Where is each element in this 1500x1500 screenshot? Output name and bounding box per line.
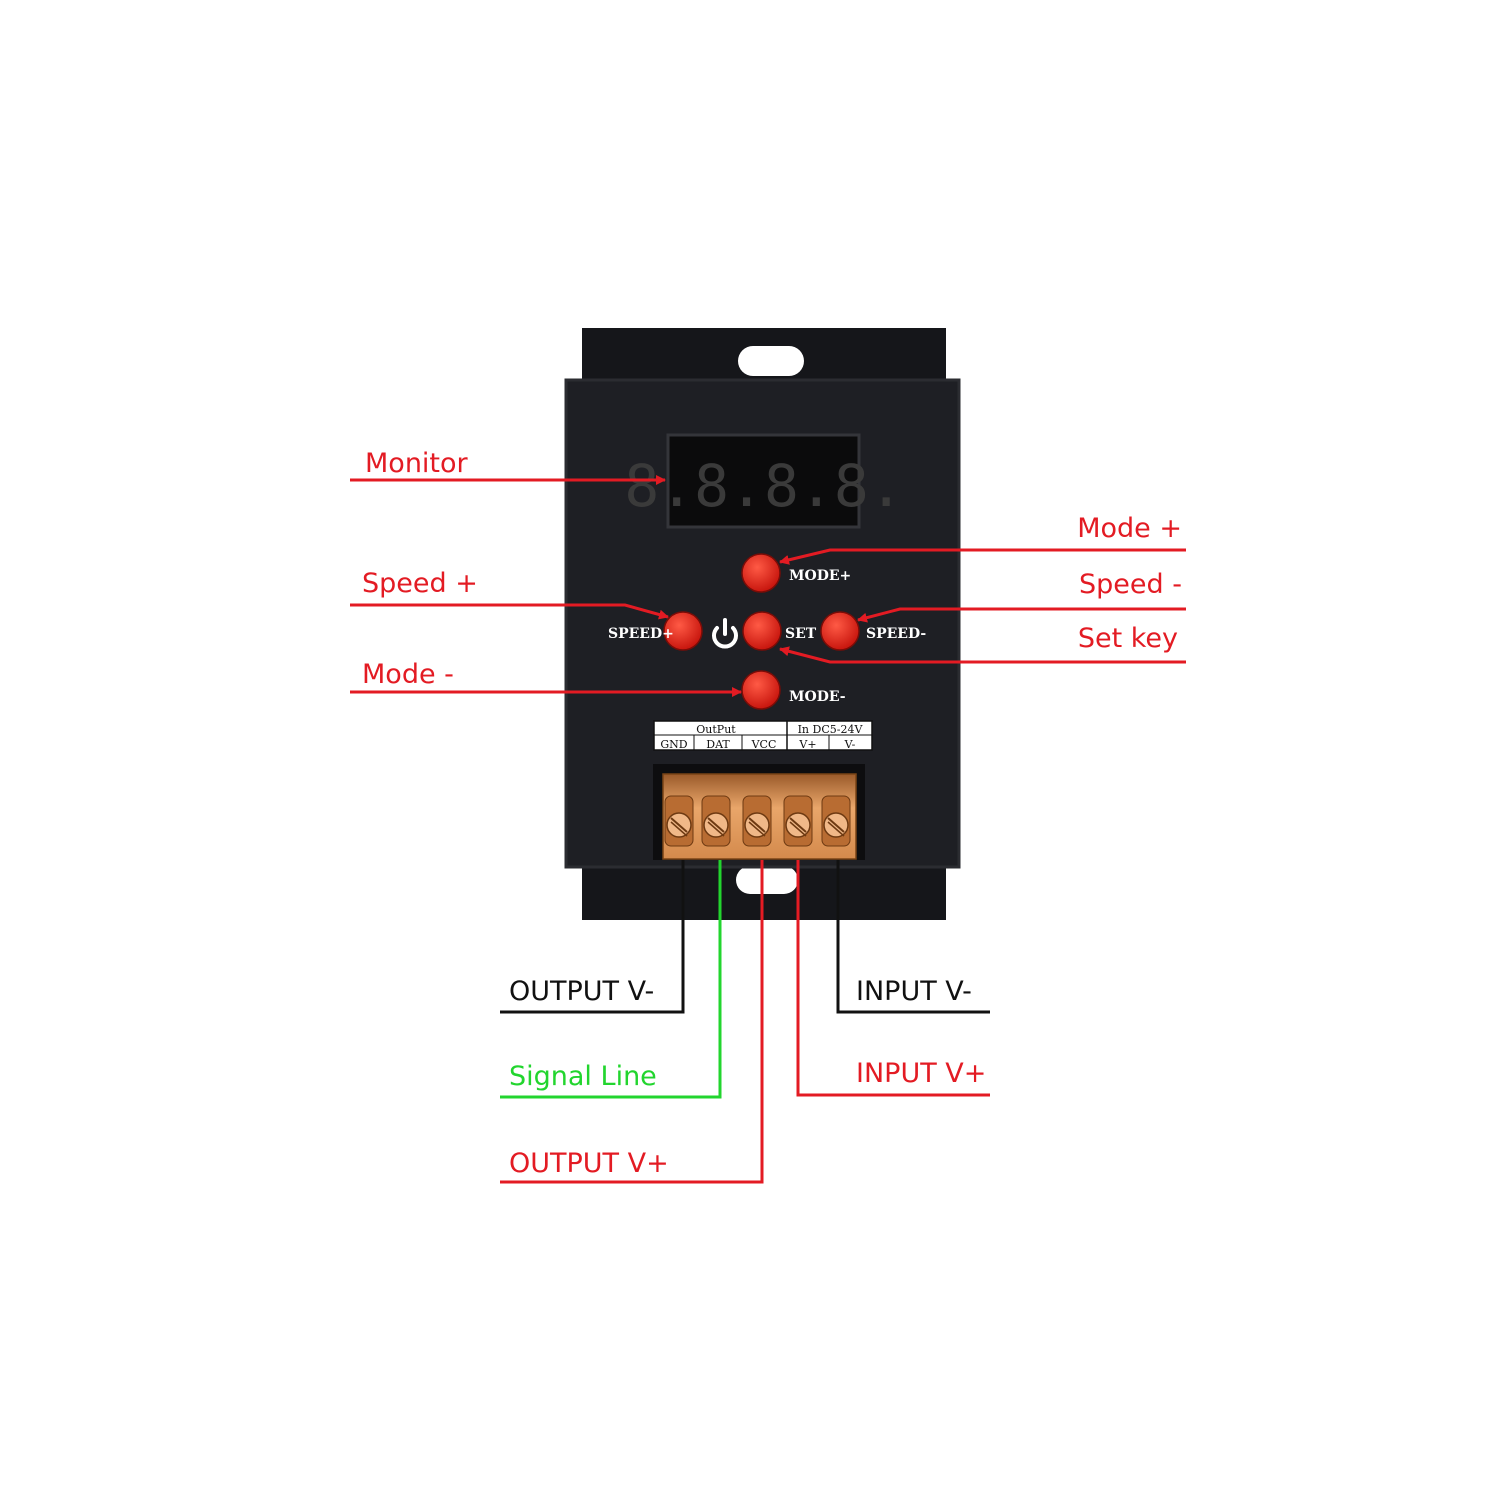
pin-label-gnd: GND <box>660 738 687 751</box>
terminal-screw[interactable] <box>821 795 851 847</box>
terminal-label-sticker: OutPut In DC5-24V GND DAT VCC V+ V- <box>653 720 873 751</box>
display-digits: 8.8.8.8. <box>624 452 903 520</box>
terminal-screw[interactable] <box>742 795 772 847</box>
output-v-plus-wire <box>500 860 764 1184</box>
mode-plus-button[interactable] <box>741 553 781 593</box>
speed-plus-callout: Speed + <box>362 568 478 599</box>
speed-minus-button[interactable] <box>820 611 860 651</box>
set-key-callout: Set key <box>1078 623 1178 654</box>
top-mounting-slot <box>738 346 804 376</box>
terminal-screw[interactable] <box>783 795 813 847</box>
speed-minus-arrow <box>857 607 1186 623</box>
pin-label-vcc: VCC <box>751 738 777 751</box>
set-button[interactable] <box>742 611 782 651</box>
signal-line-callout: Signal Line <box>509 1061 657 1092</box>
input-header: In DC5-24V <box>798 723 864 736</box>
terminal-block <box>653 764 865 860</box>
output-v-minus-wire <box>500 860 685 1014</box>
input-v-plus-callout: INPUT V+ <box>856 1058 986 1089</box>
mode-plus-callout: Mode + <box>1077 513 1182 544</box>
speed-plus-label: SPEED+ <box>608 626 674 642</box>
speed-minus-callout: Speed - <box>1079 569 1182 600</box>
input-v-minus-callout: INPUT V- <box>856 976 972 1007</box>
speed-plus-arrow <box>350 603 669 620</box>
output-header: OutPut <box>696 723 736 736</box>
input-v-plus-wire <box>796 860 990 1097</box>
wire-callouts <box>350 475 1186 1184</box>
speed-plus-button[interactable] <box>663 611 703 651</box>
bottom-mounting-slot <box>736 866 798 894</box>
pin-label-vminus: V- <box>844 738 856 751</box>
pin-label-dat: DAT <box>706 738 730 751</box>
led-display: 8.8.8.8. <box>624 433 904 529</box>
input-v-minus-wire <box>836 860 990 1014</box>
set-key-arrow <box>779 646 1186 664</box>
mode-minus-label: MODE- <box>789 689 846 705</box>
output-v-plus-callout: OUTPUT V+ <box>509 1148 669 1179</box>
mode-minus-callout: Mode - <box>362 659 454 690</box>
terminal-screw[interactable] <box>664 795 694 847</box>
set-label: SET <box>785 626 817 642</box>
output-v-minus-callout: OUTPUT V- <box>509 976 654 1007</box>
speed-minus-label: SPEED- <box>866 626 926 642</box>
mode-minus-button[interactable] <box>741 670 781 710</box>
mode-plus-arrow <box>779 548 1186 565</box>
power-icon <box>712 618 738 649</box>
mode-plus-label: MODE+ <box>789 568 851 584</box>
terminal-screw[interactable] <box>701 795 731 847</box>
pin-label-vplus: V+ <box>798 738 816 751</box>
signal-line-wire <box>500 860 722 1099</box>
monitor-callout: Monitor <box>365 448 469 479</box>
